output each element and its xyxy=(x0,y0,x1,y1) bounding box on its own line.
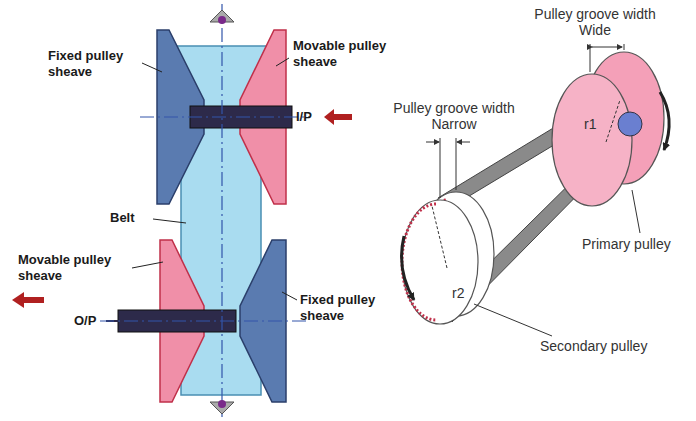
leader-line xyxy=(153,219,186,223)
part-label: Movable pulley sheave xyxy=(293,38,405,70)
secondary-sheave xyxy=(402,200,478,324)
axis-line xyxy=(100,321,310,322)
part-label: Primary pulley xyxy=(582,236,692,252)
input-arrow xyxy=(324,109,352,125)
radius-line xyxy=(606,100,620,142)
part-label: Fixed pulley sheave xyxy=(300,292,392,324)
radius-label: r1 xyxy=(584,116,604,132)
output-arrow xyxy=(12,292,44,308)
leader-line xyxy=(142,63,162,72)
leader-line xyxy=(632,190,640,233)
belt-wrap xyxy=(402,204,436,320)
movement-dot xyxy=(218,16,226,24)
part-label: Fixed pulley sheave xyxy=(48,48,140,80)
radius-label: r2 xyxy=(452,285,472,301)
dimension-line xyxy=(590,44,591,72)
dimension-label: Pulley groove width Wide xyxy=(525,6,665,38)
radius-line xyxy=(432,206,447,268)
dimension-label: Pulley groove width Narrow xyxy=(384,100,524,132)
dimension-line xyxy=(440,138,441,198)
dimension-line xyxy=(456,138,457,190)
rotation-arrow xyxy=(402,236,414,300)
leader-line xyxy=(276,58,289,66)
primary-sheave xyxy=(552,74,632,206)
leader-line xyxy=(282,292,297,300)
leader-line xyxy=(132,262,163,268)
rotation-arrow xyxy=(660,92,669,150)
axis-line xyxy=(221,4,222,417)
dimension-line xyxy=(624,44,625,50)
dimension-line xyxy=(457,142,470,143)
movement-dot xyxy=(218,400,226,408)
part-label: Belt xyxy=(110,210,150,226)
part-label: Movable pulley sheave xyxy=(18,252,130,284)
primary-hub xyxy=(618,112,642,136)
axis-line xyxy=(140,117,310,118)
dimension-line xyxy=(592,47,622,48)
signal-label: O/P xyxy=(74,313,106,329)
part-label: Secondary pulley xyxy=(540,338,670,354)
dimension-line xyxy=(426,142,439,143)
leader-line xyxy=(474,304,552,336)
signal-label: I/P xyxy=(296,109,326,125)
